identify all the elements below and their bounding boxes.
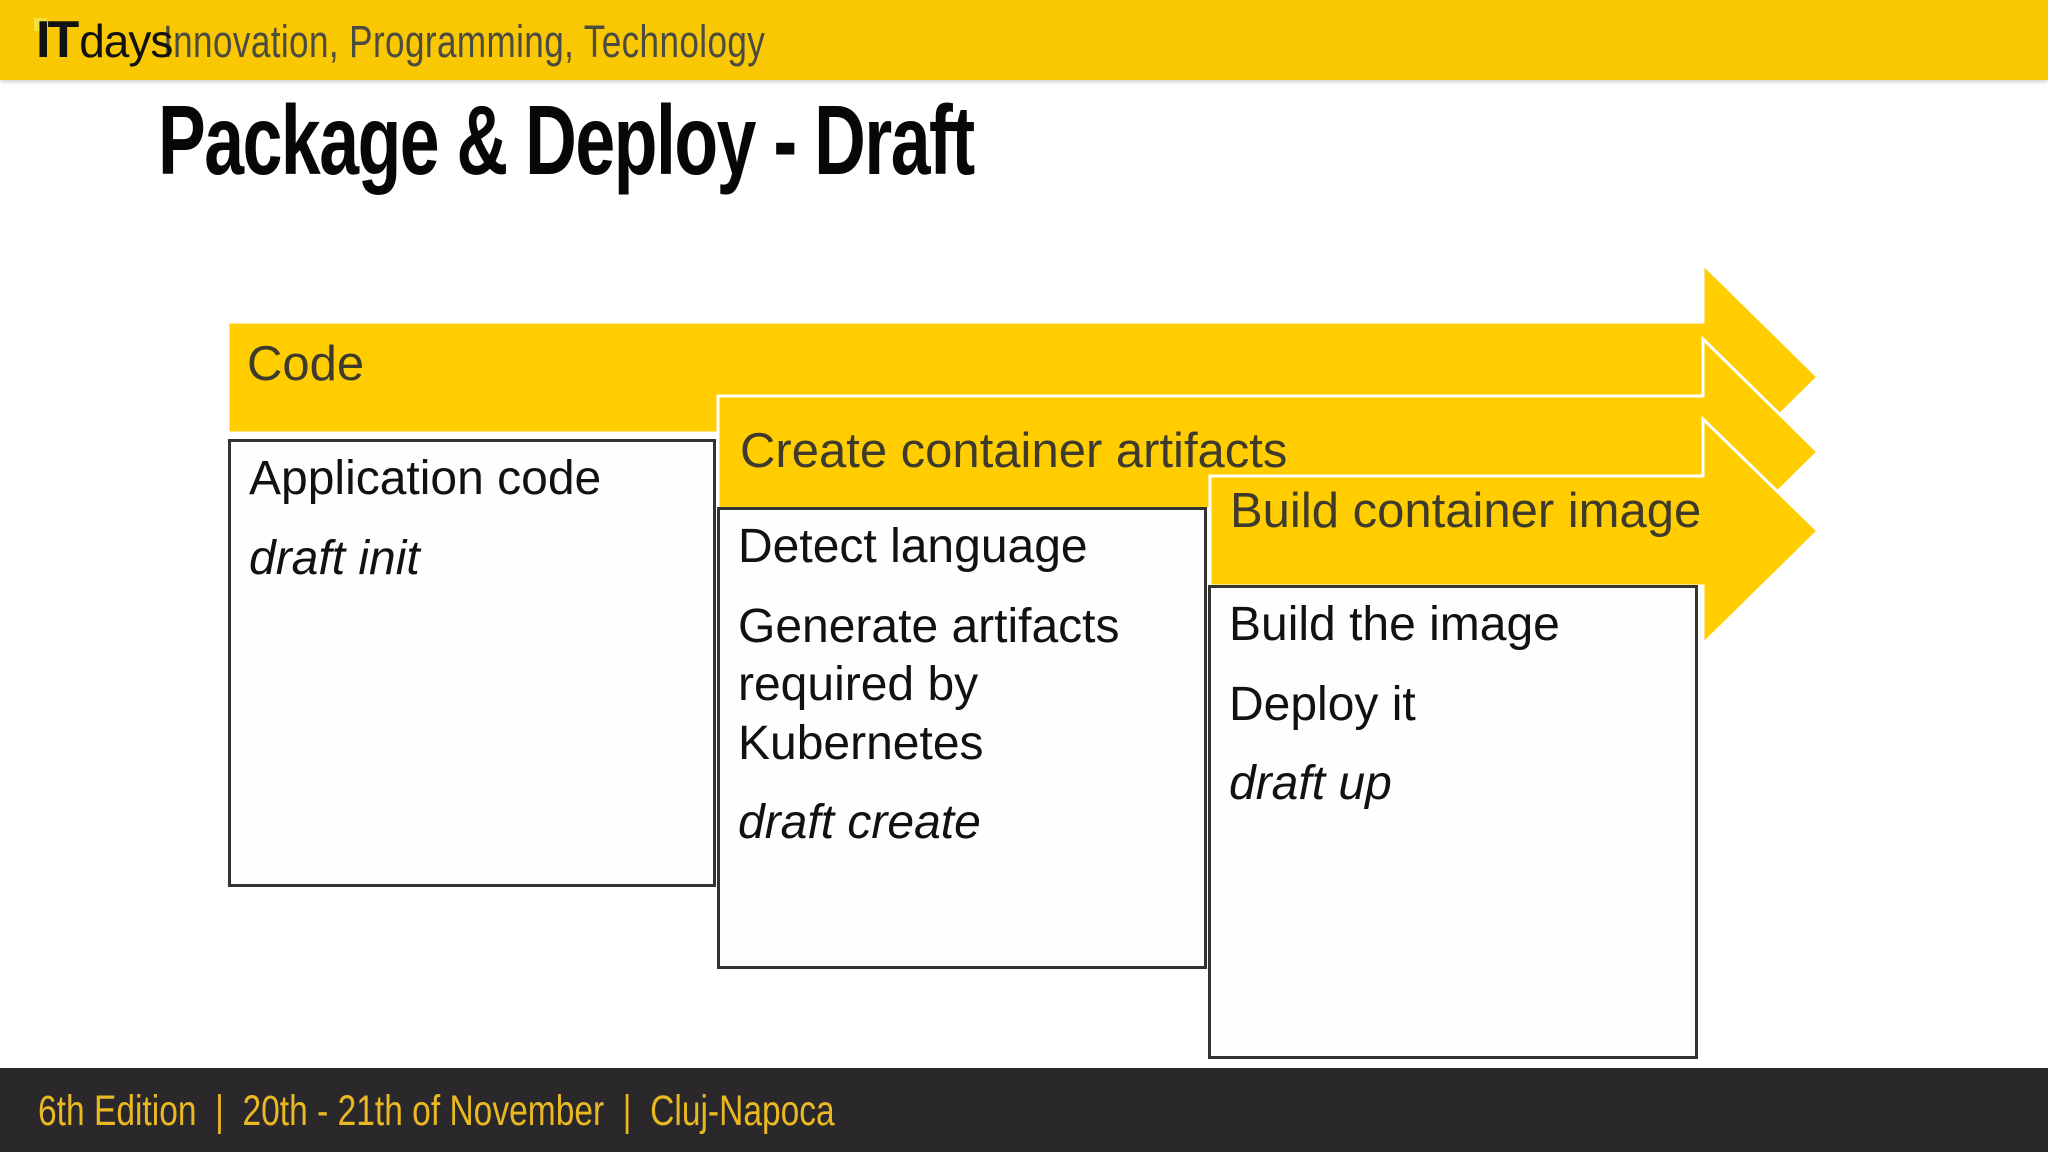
topbar-tagline: Innovation, Programming, Technology [163, 16, 766, 67]
detail-line: Generate artifacts required by Kubernete… [738, 599, 1120, 770]
detail-line: Application code [249, 452, 602, 505]
detail-line: Build the image [1229, 598, 1560, 651]
detail-line: Deploy it [1229, 677, 1416, 731]
logo-text-days: days [79, 15, 173, 67]
detail-command-draft-up: draft up [1229, 757, 1392, 811]
detail-command-draft-create: draft create [738, 796, 981, 850]
detail-box-code: Application code draft init [228, 439, 716, 887]
detail-box-build-image: Build the image Deploy it draft up [1208, 585, 1698, 1059]
banner-label-build-container-image: Build container image [1230, 484, 1702, 538]
detail-box-create-artifacts: Detect language Generate artifacts requi… [717, 507, 1207, 969]
slide-title: Package & Deploy - Draft [158, 85, 975, 195]
footer-text: 6th Edition | 20th - 21th of November | … [38, 1087, 835, 1135]
banner-label-code: Code [247, 337, 365, 391]
detail-command-draft-init: draft init [249, 531, 420, 585]
logo-text-it: IT [36, 11, 79, 69]
detail-line: Detect language [738, 520, 1088, 573]
itdays-logo: IT days [34, 11, 173, 69]
topbar: IT days Innovation, Programming, Technol… [0, 0, 2048, 80]
banner-label-create-container-artifacts: Create container artifacts [740, 424, 1288, 478]
footer-bar: 6th Edition | 20th - 21th of November | … [0, 1068, 2048, 1152]
logo-square-icon [34, 18, 47, 31]
